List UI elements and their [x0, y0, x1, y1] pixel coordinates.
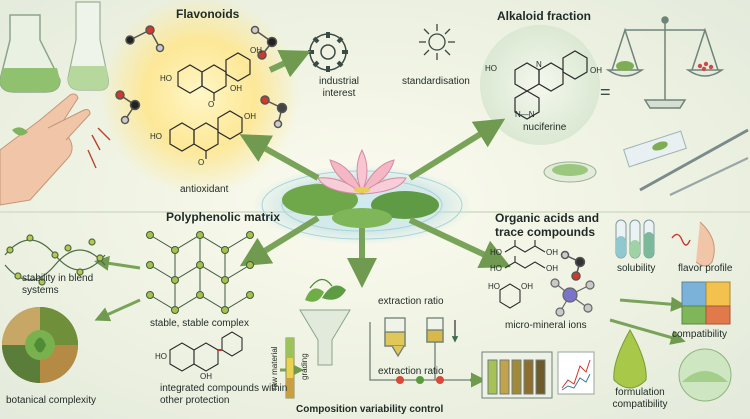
- equals-sign: =: [600, 82, 611, 102]
- puzzle-icon: [681, 281, 731, 325]
- mineral-phenol-molecule: [499, 283, 521, 309]
- flavonoid-molecule-1: [177, 52, 251, 101]
- nuciferine-label: nuciferine: [523, 122, 567, 133]
- grading-bar: [285, 337, 295, 399]
- sphere-shine: [682, 371, 728, 382]
- nose-icon: [671, 221, 715, 267]
- hand-icon: [0, 93, 111, 206]
- antioxidant-label: antioxidant: [180, 184, 229, 195]
- industrial-interest-label: industrial interest: [318, 76, 360, 99]
- atom-ho-7: HO: [155, 352, 167, 361]
- red-pellets: [697, 61, 714, 72]
- raw-material-label: raw material: [270, 346, 279, 390]
- micro-mineral-cluster: [550, 278, 595, 317]
- atom-ho-2: HO: [150, 132, 162, 141]
- atom-oh-6: OH: [546, 264, 558, 273]
- atom-oh-3: OH: [244, 112, 256, 121]
- powder-pile: [616, 61, 634, 71]
- variability-control-label: Composition variability control: [296, 404, 444, 415]
- atom-oh-8: OH: [200, 372, 212, 381]
- drop-icon: [613, 328, 647, 389]
- sample-vials: [481, 351, 553, 399]
- stable-complex-label: stable, stable complex: [150, 318, 249, 329]
- lab-instruments: [543, 128, 749, 196]
- micro-mineral-label: micro-mineral ions: [505, 320, 587, 331]
- atom-nn: N—N: [515, 110, 535, 119]
- main-arrows: [239, 50, 511, 288]
- integrated-compound-molecule: [169, 331, 243, 372]
- alkaloid-title: Alkaloid fraction: [497, 9, 592, 23]
- atom-oh-1: OH: [250, 46, 262, 55]
- atom-ho-1: HO: [160, 74, 172, 83]
- atom-ho-3: HO: [485, 64, 497, 73]
- organic-acid-molecules: [504, 240, 546, 269]
- funnel-icon: [299, 278, 351, 366]
- polyphenolic-title: Polyphenolic matrix: [166, 210, 281, 224]
- polyphenolic-network: [146, 231, 254, 314]
- standardisation-label: standardisation: [402, 76, 470, 87]
- atom-o-2: O: [198, 158, 205, 167]
- atom-oh-5: OH: [546, 248, 558, 257]
- extraction-ratio-bottom-label: extraction ratio: [378, 366, 444, 377]
- lotus-leaves: [282, 184, 439, 228]
- ball-stick-models: [115, 25, 586, 281]
- atom-o-1: O: [208, 100, 215, 109]
- chart-sheet: [557, 351, 595, 395]
- polyphenol-chain: [4, 234, 106, 286]
- stability-label: stability in blend systems: [22, 273, 94, 296]
- atom-n-1: N: [536, 60, 542, 69]
- gear-icon: [308, 32, 348, 72]
- lotus-flower: [317, 148, 407, 195]
- extraction-apparatus: [369, 317, 470, 381]
- flavonoid-molecule-2: [169, 110, 243, 159]
- flavor-profile-label: flavor profile: [678, 263, 733, 274]
- flow-nodes: [396, 376, 444, 384]
- flask-icon: [0, 1, 109, 93]
- nuciferine-molecule: [514, 50, 588, 120]
- atom-ho-6: HO: [488, 282, 500, 291]
- botanical-complexity-label: botanical complexity: [6, 395, 97, 406]
- atom-ho-4: HO: [490, 248, 502, 257]
- solubility-label: solubility: [617, 263, 656, 274]
- grading-label: grading: [300, 353, 309, 380]
- balance-scale-icon: [605, 16, 725, 109]
- test-tubes: [615, 219, 655, 259]
- organic-acids-title: Organic acids and trace compounds: [495, 211, 600, 239]
- formulation-compatibility-label: formulation compatibility: [612, 387, 668, 410]
- botanical-wheel: [2, 307, 78, 383]
- flavonoids-title: Flavonoids: [176, 7, 240, 21]
- compatibility-label: compatibility: [672, 329, 728, 340]
- atom-ho-5: HO: [490, 264, 502, 273]
- atom-oh-4: OH: [590, 66, 602, 75]
- atom-oh-7: OH: [521, 282, 533, 291]
- standardisation-icon: [419, 24, 455, 60]
- integrated-compounds-label: integrated compounds within other protec…: [160, 383, 288, 406]
- atom-oh-2: OH: [230, 84, 242, 93]
- extraction-ratio-top-label: extraction ratio: [378, 296, 444, 307]
